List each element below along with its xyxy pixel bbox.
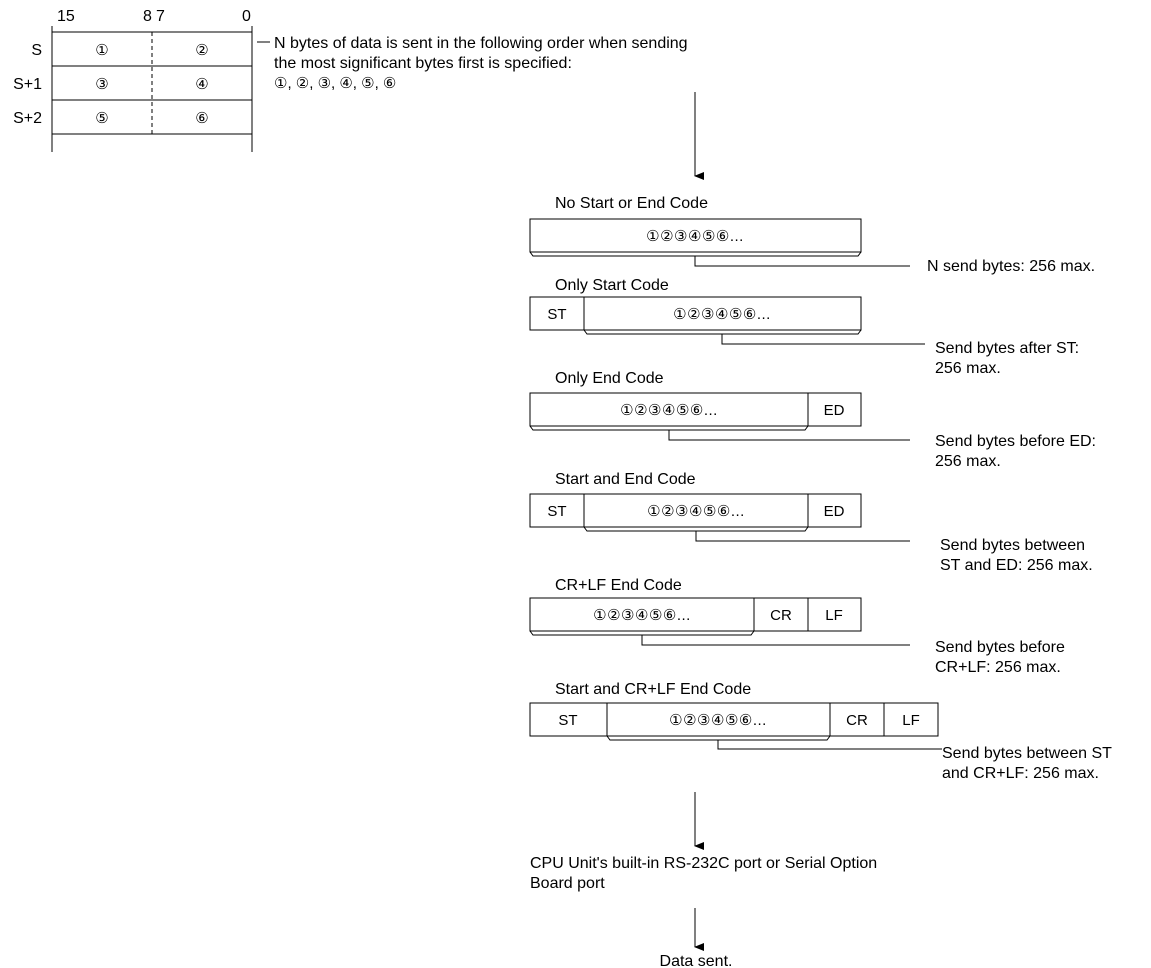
frame-note-line1: Send bytes between ST: [942, 745, 1112, 762]
frame-start-and-end: Start and End Code ST ①②③④⑤⑥... ED Send …: [529, 471, 1093, 574]
frame-note-line1: Send bytes before: [935, 639, 1065, 656]
byte-2: ②: [195, 42, 208, 59]
port-text-line2: Board port: [530, 875, 605, 892]
row-label-s: S: [31, 42, 42, 59]
order-note-line2: the most significant bytes first is spec…: [274, 55, 572, 72]
word-table: 15 8 7 0 S S+1 S+2 ① ② ③ ④ ⑤ ⑥: [13, 8, 270, 152]
frame-crlf-end: CR+LF End Code ①②③④⑤⑥... CR LF Send byte…: [529, 577, 1065, 676]
row-label-s1: S+1: [13, 76, 42, 93]
order-note-line1: N bytes of data is sent in the following…: [274, 35, 688, 52]
byte-sequence: ①②③④⑤⑥...: [673, 306, 771, 323]
note-leader: [641, 635, 910, 646]
data-brace: [606, 735, 831, 741]
note-leader: [668, 430, 910, 441]
frame-start-and-crlf: Start and CR+LF End Code ST ①②③④⑤⑥... CR…: [529, 681, 1112, 782]
result-text: Data sent.: [660, 953, 733, 968]
order-note: N bytes of data is sent in the following…: [274, 35, 688, 92]
data-block: [529, 296, 862, 331]
frame-note-line1: Send bytes between: [940, 537, 1085, 554]
data-block: [529, 218, 862, 253]
data-brace: [583, 329, 862, 335]
byte-sequence: ①②③④⑤⑥...: [593, 607, 691, 624]
row-label-s2: S+2: [13, 110, 42, 127]
end-code-cell: ED: [824, 503, 845, 520]
frame-note-line1: N send bytes: 256 max.: [927, 258, 1095, 275]
note-leader: [695, 531, 910, 542]
frame-only-start: Only Start Code ST ①②③④⑤⑥... Send bytes …: [529, 277, 1079, 377]
start-code-cell: ST: [547, 503, 566, 520]
byte-4: ④: [195, 76, 208, 93]
frame-note-line1: Send bytes before ED:: [935, 433, 1096, 450]
note-leader: [721, 334, 925, 345]
data-brace: [529, 630, 755, 636]
frame-note-line2: ST and ED: 256 max.: [940, 557, 1093, 574]
byte-sequence: ①②③④⑤⑥...: [669, 712, 767, 729]
port-text-line1: CPU Unit's built-in RS-232C port or Seri…: [530, 855, 877, 872]
frame-title: Only End Code: [555, 370, 664, 387]
cr-code-cell: CR: [770, 607, 792, 624]
lf-code-cell: LF: [902, 712, 920, 729]
frame-title: Only Start Code: [555, 277, 669, 294]
frame-note-line1: Send bytes after ST:: [935, 340, 1079, 357]
frame-note-line2: CR+LF: 256 max.: [935, 659, 1061, 676]
bit-label-7: 7: [156, 8, 165, 25]
byte-sequence: ①②③④⑤⑥...: [647, 503, 745, 520]
start-code-cell: ST: [547, 306, 566, 323]
frame-title: Start and CR+LF End Code: [555, 681, 751, 698]
bit-label-15: 15: [57, 8, 75, 25]
data-brace: [583, 526, 809, 532]
byte-6: ⑥: [195, 110, 208, 127]
frame-only-end: Only End Code ①②③④⑤⑥... ED Send bytes be…: [529, 370, 1096, 470]
frame-no-start-end: No Start or End Code ①②③④⑤⑥... N send by…: [529, 195, 1095, 275]
byte-sequence: ①②③④⑤⑥...: [646, 228, 744, 245]
frame-note-line2: 256 max.: [935, 453, 1001, 470]
data-block: [529, 392, 862, 427]
frame-note-line2: and CR+LF: 256 max.: [942, 765, 1099, 782]
frame-note-line2: 256 max.: [935, 360, 1001, 377]
frame-title: Start and End Code: [555, 471, 696, 488]
note-leader: [694, 256, 910, 267]
byte-sequence: ①②③④⑤⑥...: [620, 402, 718, 419]
end-code-cell: ED: [824, 402, 845, 419]
lf-code-cell: LF: [825, 607, 843, 624]
frame-title: CR+LF End Code: [555, 577, 682, 594]
byte-1: ①: [95, 42, 108, 59]
data-brace: [529, 425, 809, 431]
data-block: [529, 702, 939, 737]
port-description: CPU Unit's built-in RS-232C port or Seri…: [530, 855, 877, 892]
bit-label-0: 0: [242, 8, 251, 25]
cr-code-cell: CR: [846, 712, 868, 729]
byte-5: ⑤: [95, 110, 108, 127]
data-block: [529, 493, 862, 528]
note-leader: [717, 740, 942, 750]
bit-label-8: 8: [143, 8, 152, 25]
order-note-line3: ①, ②, ③, ④, ⑤, ⑥: [274, 75, 396, 92]
frame-title: No Start or End Code: [555, 195, 708, 212]
byte-3: ③: [95, 76, 108, 93]
data-brace: [529, 251, 862, 257]
data-block: [529, 597, 862, 632]
start-code-cell: ST: [558, 712, 577, 729]
